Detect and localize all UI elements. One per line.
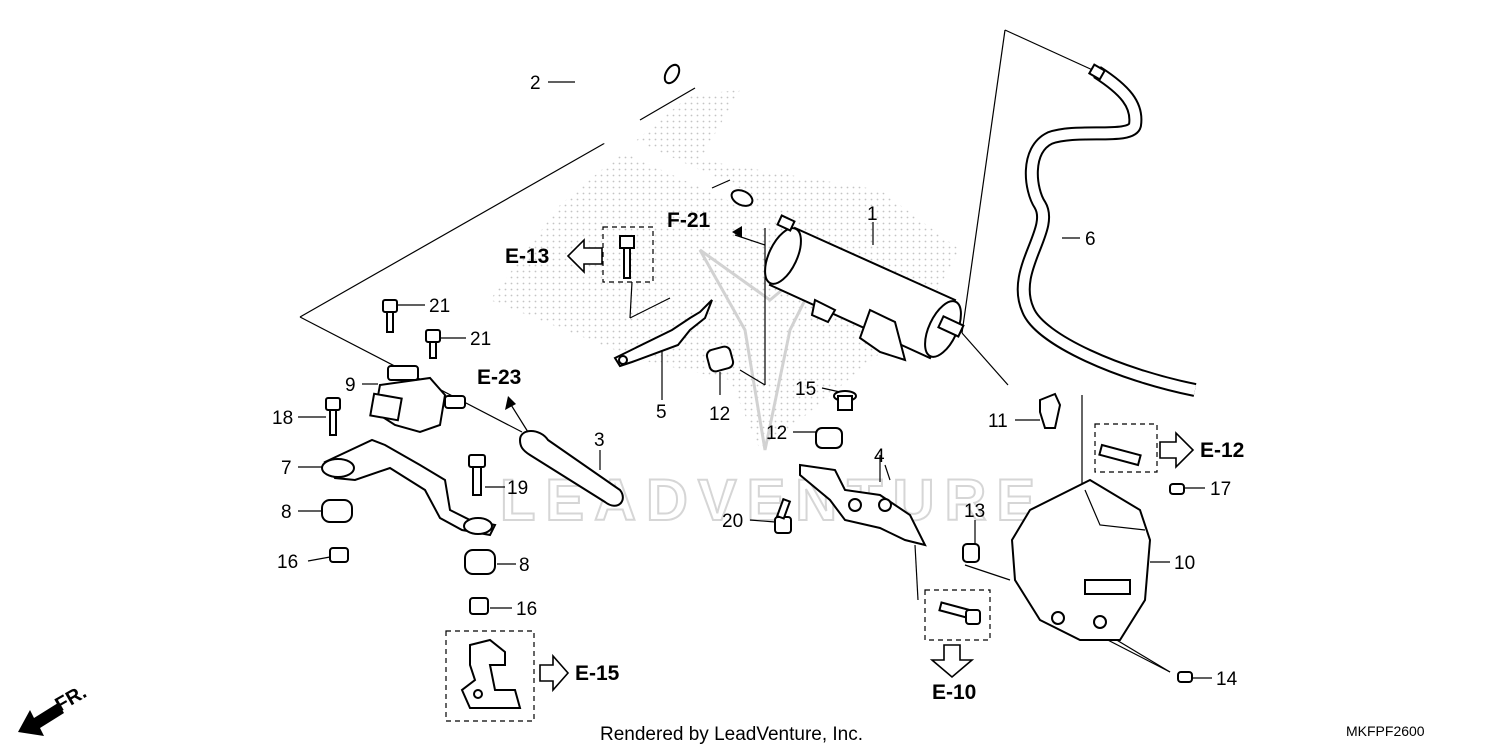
reference-box-e13 bbox=[602, 226, 654, 283]
callout-5: 5 bbox=[656, 402, 667, 423]
reference-e23[interactable]: E-23 bbox=[477, 366, 521, 389]
callout-6: 6 bbox=[1085, 229, 1096, 250]
arrow-e13 bbox=[566, 238, 603, 274]
clamp-part-11 bbox=[1039, 392, 1142, 467]
rubber-mount-part-12 bbox=[705, 345, 843, 449]
reference-f21[interactable]: F-21 bbox=[667, 209, 711, 232]
drain-hose-part-6 bbox=[1016, 63, 1197, 397]
callout-4: 4 bbox=[874, 446, 885, 467]
callout-19: 19 bbox=[507, 478, 528, 499]
arrow-e12 bbox=[1159, 431, 1195, 469]
callout-15: 15 bbox=[795, 379, 816, 400]
callout-13: 13 bbox=[964, 501, 985, 522]
screw-part-17 bbox=[1169, 483, 1185, 495]
callout-20: 20 bbox=[722, 511, 743, 532]
arrow-e10 bbox=[929, 644, 975, 679]
callout-12b: 12 bbox=[766, 423, 787, 444]
reference-e13[interactable]: E-13 bbox=[505, 245, 549, 268]
bracket-part-5 bbox=[613, 235, 713, 368]
footer-credit: Rendered by LeadVenture, Inc. bbox=[600, 724, 863, 745]
bracket-part-4 bbox=[799, 463, 927, 547]
callout-2: 2 bbox=[530, 73, 541, 94]
cover-part-10 bbox=[1010, 478, 1152, 641]
callout-16a: 16 bbox=[277, 552, 298, 573]
diagram-code: MKFPF2600 bbox=[1346, 723, 1425, 739]
bracket-part-3 bbox=[505, 396, 624, 507]
callout-9: 9 bbox=[345, 375, 356, 396]
watermark-logo bbox=[490, 90, 960, 451]
callout-3: 3 bbox=[594, 430, 605, 451]
grommet-part-8 bbox=[321, 499, 496, 575]
solenoid-valve-part-9 bbox=[369, 365, 466, 434]
callout-10: 10 bbox=[1174, 553, 1195, 574]
reference-box-e15 bbox=[445, 630, 535, 722]
front-direction-arrow bbox=[18, 703, 64, 736]
reference-e12[interactable]: E-12 bbox=[1200, 439, 1244, 462]
reference-box-e10 bbox=[924, 589, 991, 641]
callout-8a: 8 bbox=[281, 502, 292, 523]
callout-12a: 12 bbox=[709, 404, 730, 425]
callout-7: 7 bbox=[281, 458, 292, 479]
collar-part-16 bbox=[329, 547, 489, 615]
collar-part-15 bbox=[833, 390, 857, 411]
callout-1: 1 bbox=[867, 204, 878, 225]
callout-11: 11 bbox=[988, 411, 1008, 432]
arrow-f21 bbox=[732, 226, 742, 238]
reference-e15[interactable]: E-15 bbox=[575, 662, 620, 685]
canister-part-1 bbox=[764, 214, 965, 362]
callout-8b: 8 bbox=[519, 555, 530, 576]
reference-e10[interactable]: E-10 bbox=[932, 681, 976, 704]
reference-box-e12 bbox=[1094, 423, 1158, 473]
callout-16b: 16 bbox=[516, 599, 537, 620]
bolt-part-20 bbox=[774, 497, 792, 534]
arrow-e15 bbox=[539, 653, 570, 693]
callout-leaders bbox=[298, 81, 1212, 679]
breather-hose-part-2 bbox=[572, 53, 754, 207]
collar-part-13 bbox=[962, 543, 980, 563]
bolt-part-19 bbox=[468, 454, 486, 496]
callout-18: 18 bbox=[272, 408, 293, 429]
bracket-part-7 bbox=[321, 438, 497, 537]
bolt-part-21 bbox=[382, 299, 441, 359]
callout-21b: 21 bbox=[470, 329, 491, 350]
callout-14: 14 bbox=[1216, 669, 1238, 690]
screw-part-14 bbox=[1177, 671, 1193, 683]
callout-21a: 21 bbox=[429, 296, 450, 317]
callout-17: 17 bbox=[1210, 479, 1231, 500]
bolt-part-18 bbox=[325, 397, 341, 436]
